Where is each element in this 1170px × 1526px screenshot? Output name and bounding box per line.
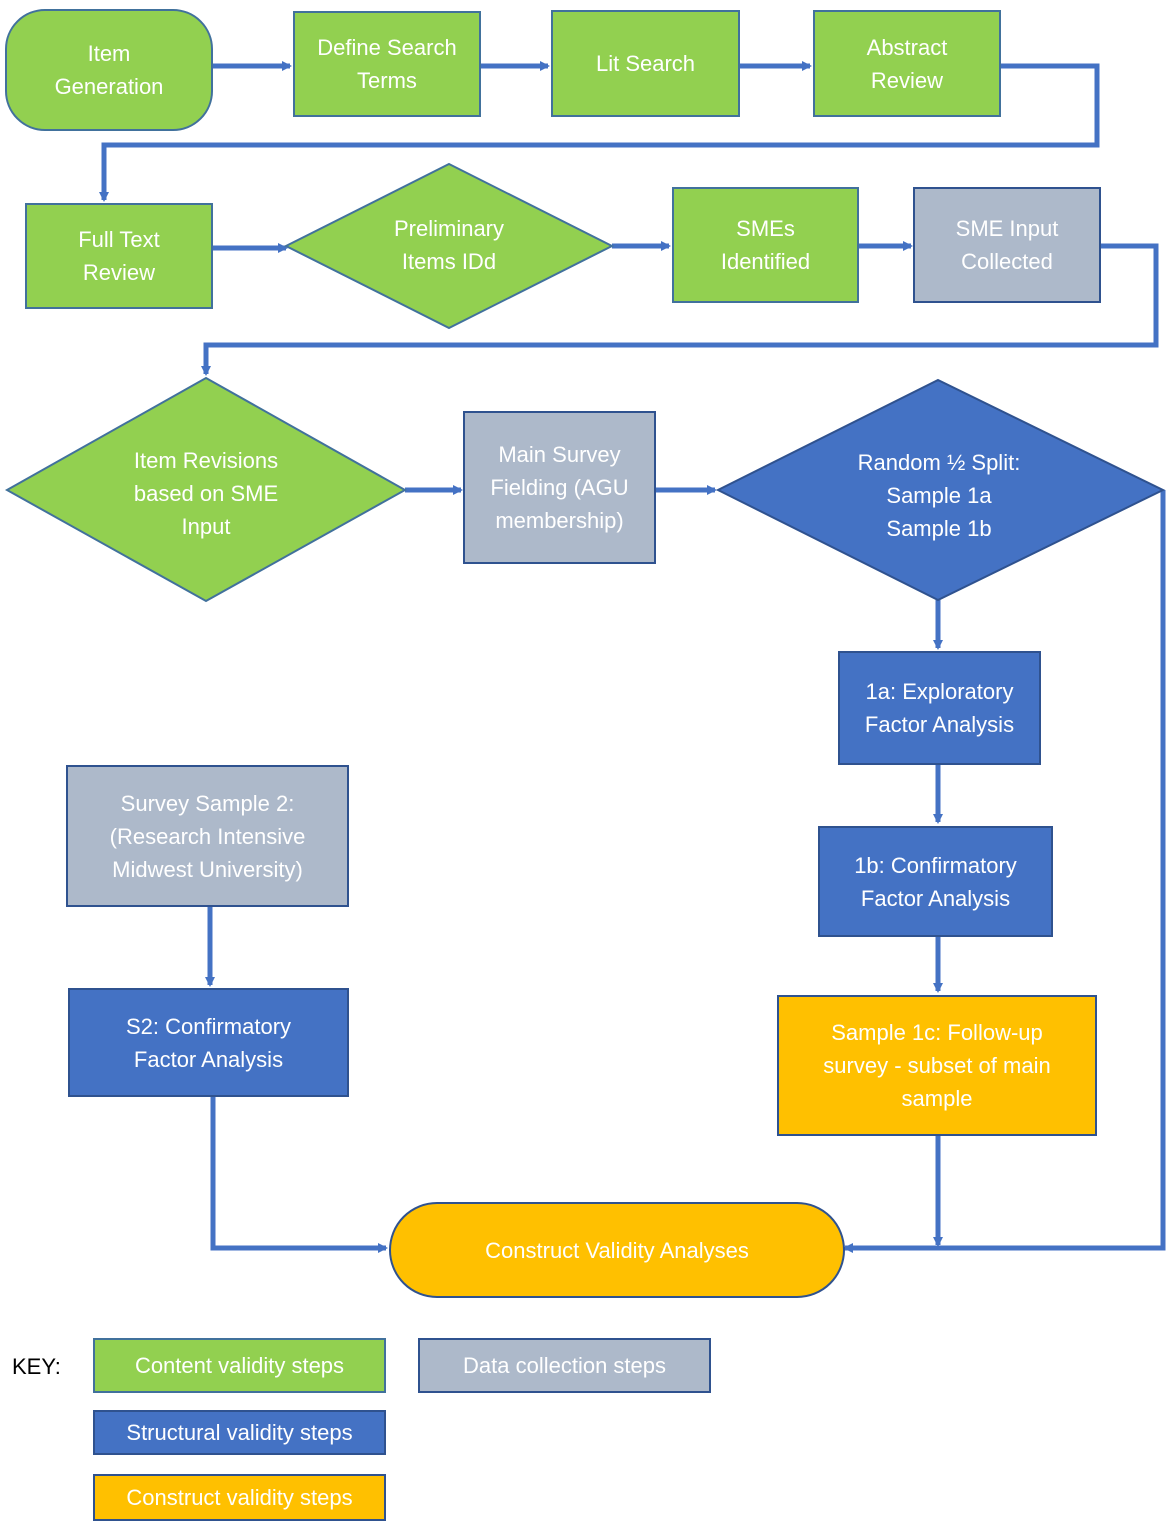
abstract-review-box: Abstract Review: [813, 10, 1001, 117]
cfa-1b-box: 1b: Confirmatory Factor Analysis: [818, 826, 1053, 937]
preliminary-items-diamond: [283, 162, 615, 330]
define-search-terms-box: Define Search Terms: [293, 11, 481, 117]
arrow-cfa-s2-to-construct: [210, 1097, 388, 1253]
main-survey-fielding-box: Main Survey Fielding (AGU membership): [463, 411, 656, 564]
lit-search-box: Lit Search: [551, 10, 740, 117]
arrow-split-to-construct: [843, 490, 1166, 1253]
cfa-s2-box: S2: Confirmatory Factor Analysis: [68, 988, 349, 1097]
item-revisions-diamond: [4, 376, 408, 603]
key-construct-validity: Construct validity steps: [93, 1474, 386, 1521]
arrow-abstract-to-fulltext: [99, 63, 1100, 202]
followup-1c-box: Sample 1c: Follow-up survey - subset of …: [777, 995, 1097, 1136]
random-split-label: Random ½ Split: Sample 1a Sample 1b: [857, 449, 1021, 541]
key-data-collection: Data collection steps: [418, 1338, 711, 1393]
full-text-review-box: Full Text Review: [25, 203, 213, 309]
sme-input-collected-box: SME Input Collected: [913, 187, 1101, 303]
key-label: KEY:: [12, 1354, 61, 1379]
key-structural-validity: Structural validity steps: [93, 1410, 386, 1455]
item-revisions-label: Item Revisions based on SME Input: [133, 447, 279, 539]
key-content-validity: Content validity steps: [93, 1338, 386, 1393]
survey-sample-2-box: Survey Sample 2: (Research Intensive Mid…: [66, 765, 349, 907]
preliminary-items-label: Preliminary Items IDd: [393, 216, 505, 274]
construct-validity-terminator: Construct Validity Analyses: [389, 1202, 845, 1298]
arrow-smeinput-to-revisions: [201, 243, 1159, 376]
efa-1a-box: 1a: Exploratory Factor Analysis: [838, 651, 1041, 765]
smes-identified-box: SMEs Identified: [672, 187, 859, 303]
item-generation-terminator: Item Generation: [5, 9, 213, 131]
random-split-diamond: [715, 378, 1166, 602]
